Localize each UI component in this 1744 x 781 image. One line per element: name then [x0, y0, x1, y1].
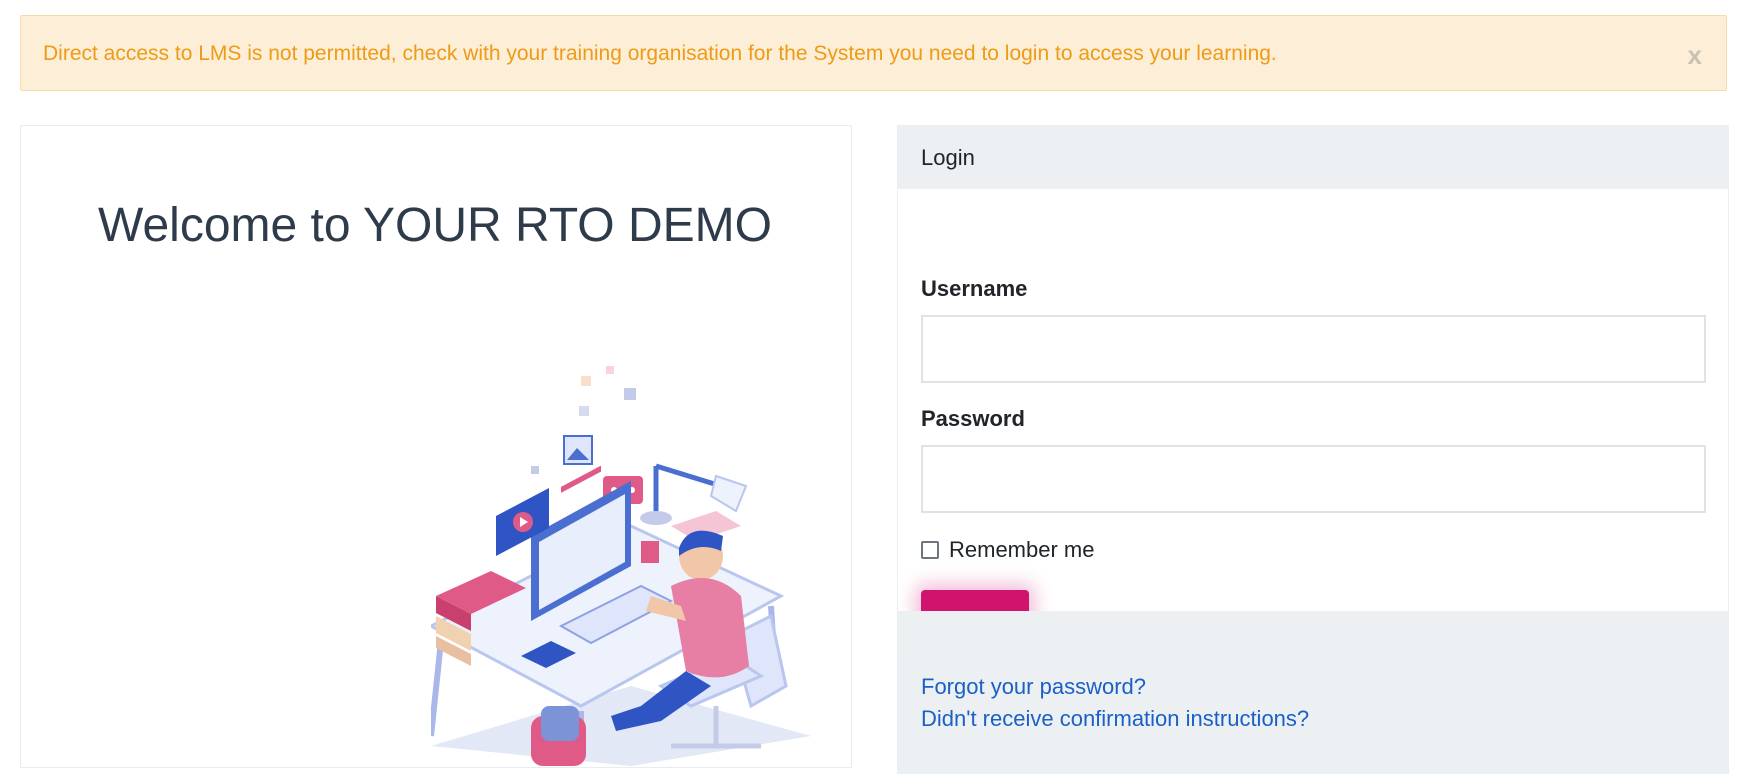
forgot-password-link[interactable]: Forgot your password? — [921, 674, 1146, 699]
welcome-title: Welcome to YOUR RTO DEMO — [98, 199, 772, 252]
welcome-panel: Welcome to YOUR RTO DEMO — [20, 125, 852, 768]
person-at-desk-illustration — [431, 366, 811, 766]
close-icon[interactable]: x — [1687, 40, 1702, 70]
password-input[interactable] — [921, 445, 1706, 513]
password-label: Password — [921, 406, 1025, 431]
remember-me-checkbox[interactable] — [921, 541, 939, 559]
confirmation-instructions-link[interactable]: Didn't receive confirmation instructions… — [921, 706, 1310, 731]
login-panel: Login Username Password Remember me Log … — [897, 125, 1729, 774]
login-footer: Forgot your password? Didn't receive con… — [898, 611, 1728, 773]
access-warning-alert: Direct access to LMS is not permitted, c… — [20, 15, 1727, 91]
username-input[interactable] — [921, 315, 1706, 383]
alert-message: Direct access to LMS is not permitted, c… — [43, 42, 1277, 65]
remember-me-label: Remember me — [949, 537, 1095, 562]
remember-me-row[interactable]: Remember me — [921, 537, 1094, 563]
login-header: Login — [898, 126, 1728, 189]
username-label: Username — [921, 276, 1028, 301]
